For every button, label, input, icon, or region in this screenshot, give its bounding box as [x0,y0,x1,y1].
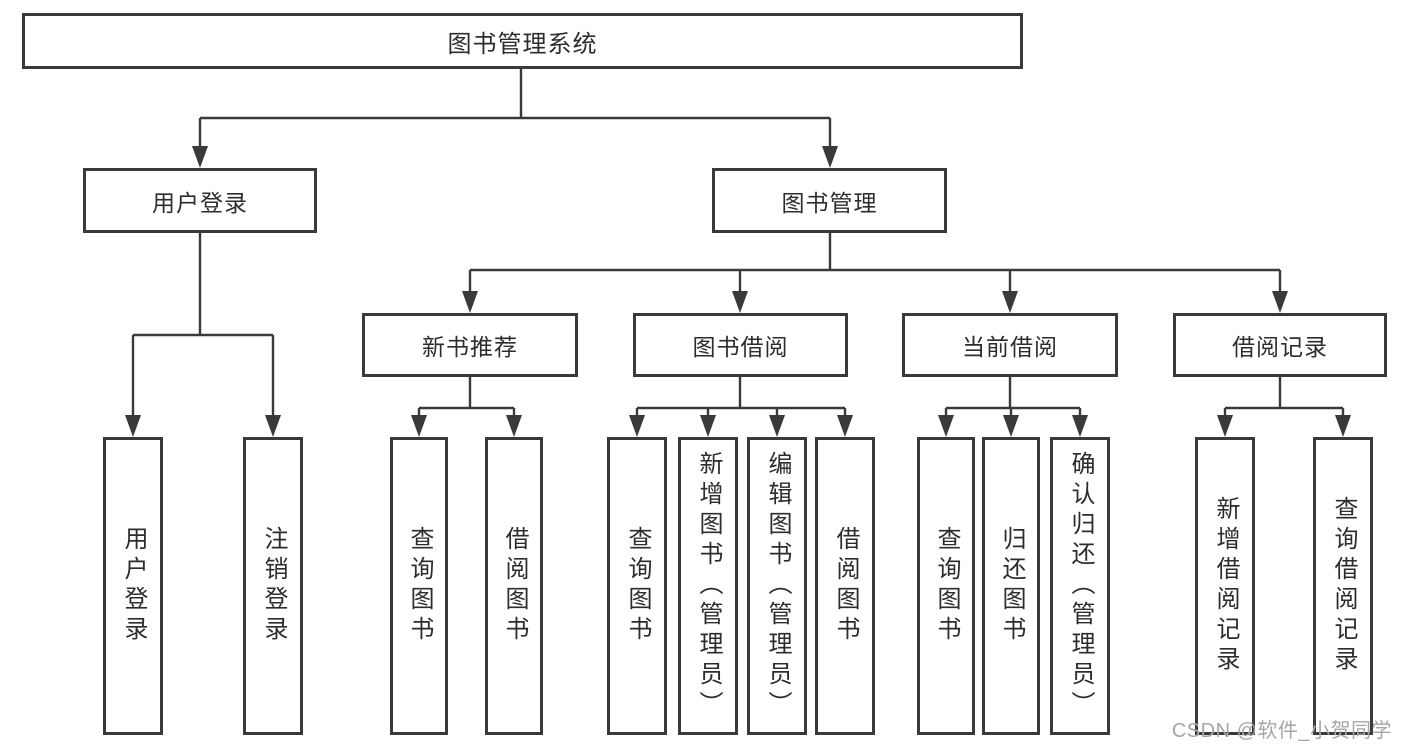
node-borrow-records: 借阅记录 [1173,313,1387,377]
node-book-borrow: 图书借阅 [633,313,848,377]
connector-root-branch [192,69,838,168]
leaf-confirm-return-admin: 确认归还（管理员） [1050,437,1110,735]
connector-borrow-records-branch [1217,377,1351,437]
csdn-watermark: CSDN @软件_小贺同学 [1171,720,1392,742]
connector-book-management-branch [462,233,1288,313]
leaf-query-books-borrow: 查询图书 [607,437,667,735]
leaf-edit-books-admin: 编辑图书（管理员） [747,437,807,735]
leaf-add-borrow-record: 新增借阅记录 [1195,437,1255,735]
connector-new-book-recommend-branch [411,377,522,437]
node-new-book-recommend: 新书推荐 [362,313,578,377]
leaf-query-books-current: 查询图书 [917,437,975,735]
node-current-borrow: 当前借阅 [902,313,1118,377]
connector-current-borrow-branch [938,377,1088,437]
node-library-management-system: 图书管理系统 [22,13,1023,69]
leaf-borrow-books-recommend: 借阅图书 [485,437,543,735]
connector-book-borrow-branch [629,377,853,437]
leaf-query-borrow-record: 查询借阅记录 [1313,437,1373,735]
leaf-borrow-books: 借阅图书 [815,437,875,735]
node-book-management: 图书管理 [712,168,947,233]
node-user-login: 用户登录 [83,168,317,233]
leaf-add-books-admin: 新增图书（管理员） [678,437,738,735]
leaf-query-books-recommend: 查询图书 [390,437,448,735]
leaf-return-books: 归还图书 [982,437,1040,735]
leaf-logout: 注销登录 [243,437,303,735]
leaf-user-login: 用户登录 [103,437,163,735]
connector-user-login-branch [125,233,281,437]
